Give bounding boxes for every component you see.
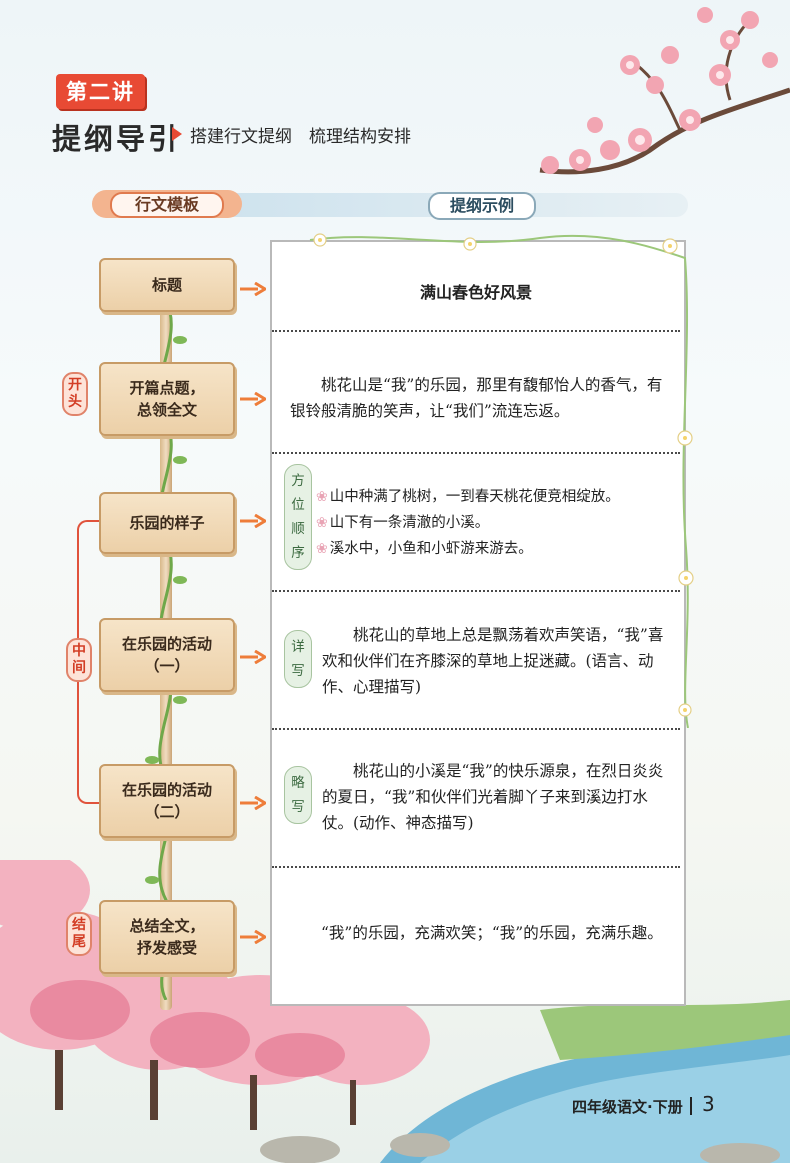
arrow-right-icon bbox=[240, 282, 266, 296]
sign-activity-2: 在乐园的活动 （二） bbox=[99, 764, 235, 838]
look-list: ❀山中种满了桃树，一到春天桃花便竞相绽放。 ❀山下有一条清澈的小溪。 ❀溪水中，… bbox=[316, 484, 678, 562]
example-ending: “我”的乐园，充满欢笑；“我”的乐园，充满乐趣。 bbox=[321, 924, 663, 942]
section-label-opening: 开头 bbox=[62, 372, 88, 416]
divider bbox=[272, 330, 680, 332]
column-header-template-label: 行文模板 bbox=[110, 192, 224, 218]
sign-activity-2-line2: （二） bbox=[144, 803, 190, 821]
page-number: 3 bbox=[702, 1092, 715, 1116]
flower-bullet-icon: ❀ bbox=[316, 541, 328, 557]
detail-tag-char: 写 bbox=[291, 663, 305, 679]
sign-intro: 开篇点题， 总领全文 bbox=[99, 362, 235, 436]
divider bbox=[272, 728, 680, 730]
list-item: ❀山下有一条清澈的小溪。 bbox=[316, 515, 490, 531]
blossom-branch-decoration bbox=[539, 7, 790, 175]
page-title: 提纲导引 bbox=[52, 122, 181, 156]
play-arrow-icon bbox=[172, 127, 182, 141]
arrow-right-icon bbox=[240, 392, 266, 406]
example-title: 满山春色好风景 bbox=[419, 283, 532, 302]
example-intro: 桃花山是“我”的乐园，那里有馥郁怡人的香气，有银铃般清脆的笑声，让“我们”流连忘… bbox=[290, 376, 663, 420]
brief-tag-char: 略 bbox=[291, 775, 305, 791]
divider bbox=[272, 590, 680, 592]
list-item: ❀溪水中，小鱼和小虾游来游去。 bbox=[316, 541, 533, 557]
arrow-right-icon bbox=[240, 650, 266, 664]
order-tag-char: 序 bbox=[291, 545, 305, 561]
divider bbox=[272, 452, 680, 454]
column-header-example: 提纲示例 bbox=[428, 192, 536, 220]
page-subtitle: 搭建行文提纲 梳理结构安排 bbox=[190, 127, 411, 147]
sign-activity-1-line2: （一） bbox=[144, 657, 190, 675]
sign-intro-line2: 总领全文 bbox=[136, 401, 197, 419]
sign-title-text: 标题 bbox=[151, 276, 182, 294]
sign-ending: 总结全文， 抒发感受 bbox=[99, 900, 235, 974]
order-tag-char: 位 bbox=[291, 497, 305, 513]
sign-title: 标题 bbox=[99, 258, 235, 312]
arrow-right-icon bbox=[240, 930, 266, 944]
order-tag: 方 位 顺 序 bbox=[284, 464, 312, 570]
arrow-right-icon bbox=[240, 796, 266, 810]
section-label-ending: 结尾 bbox=[66, 912, 92, 956]
example-activity-1: 桃花山的草地上总是飘荡着欢声笑语，“我”喜欢和伙伴们在齐膝深的草地上捉迷藏。(语… bbox=[322, 626, 664, 696]
flower-bullet-icon: ❀ bbox=[316, 489, 328, 505]
divider bbox=[272, 866, 680, 868]
list-item: ❀山中种满了桃树，一到春天桃花便竞相绽放。 bbox=[316, 489, 620, 505]
bottom-landscape-decoration bbox=[0, 860, 790, 1163]
order-tag-char: 顺 bbox=[291, 521, 305, 537]
column-header-template: 行文模板 bbox=[92, 190, 242, 218]
detail-tag: 详 写 bbox=[284, 630, 312, 688]
footer-separator bbox=[690, 1097, 692, 1115]
example-activity-2: 桃花山的小溪是“我”的快乐源泉，在烈日炎炎的夏日，“我”和伙伴们光着脚丫子来到溪… bbox=[322, 762, 664, 832]
section-label-middle: 中间 bbox=[66, 638, 92, 682]
sign-look-text: 乐园的样子 bbox=[129, 514, 205, 532]
sign-intro-line1: 开篇点题， bbox=[129, 379, 205, 397]
sign-activity-2-line1: 在乐园的活动 bbox=[121, 781, 212, 799]
flower-vine-border-decoration bbox=[309, 233, 694, 728]
sign-activity-1: 在乐园的活动 （一） bbox=[99, 618, 235, 692]
sign-ending-line1: 总结全文， bbox=[129, 917, 205, 935]
sign-look: 乐园的样子 bbox=[99, 492, 235, 554]
arrow-right-icon bbox=[240, 514, 266, 528]
brief-tag: 略 写 bbox=[284, 766, 312, 824]
lesson-tag: 第二讲 bbox=[56, 74, 145, 109]
sign-activity-1-line1: 在乐园的活动 bbox=[121, 635, 212, 653]
order-tag-char: 方 bbox=[291, 473, 305, 489]
flower-bullet-icon: ❀ bbox=[316, 515, 328, 531]
detail-tag-char: 详 bbox=[291, 639, 305, 655]
brief-tag-char: 写 bbox=[291, 799, 305, 815]
sign-ending-line2: 抒发感受 bbox=[136, 939, 197, 957]
footer-book-name: 四年级语文·下册 bbox=[572, 1098, 683, 1116]
